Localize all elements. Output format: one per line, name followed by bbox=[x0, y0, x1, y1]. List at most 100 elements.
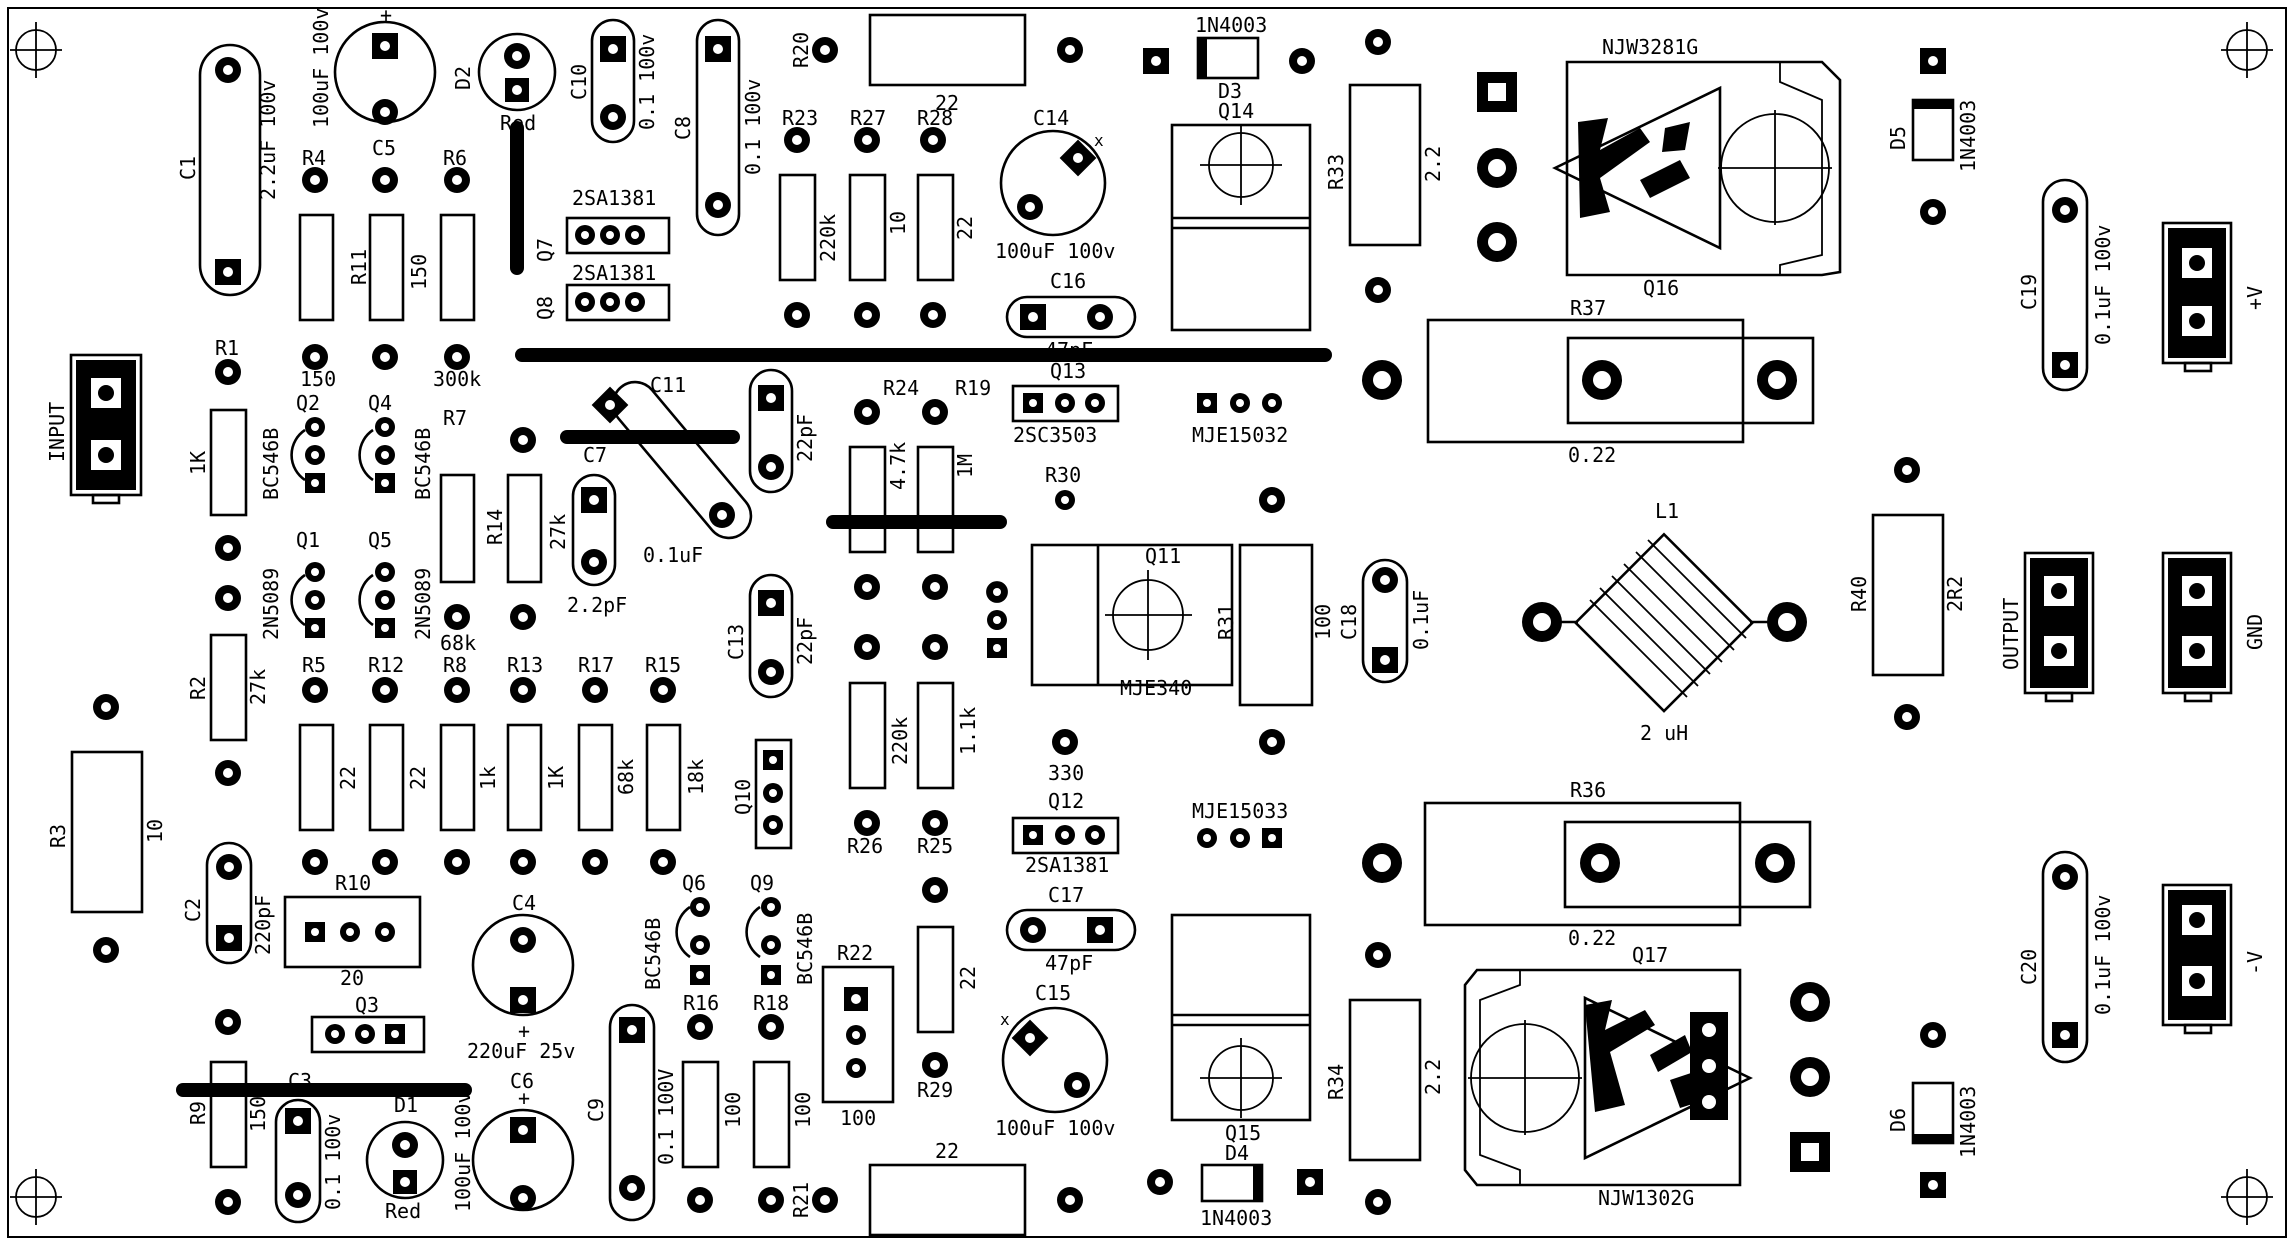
c5-value: 100uF 100v bbox=[309, 8, 333, 128]
trimmer-r10 bbox=[283, 895, 422, 969]
capacitor-c11 bbox=[591, 380, 753, 540]
q14-label: Q14 bbox=[1218, 99, 1254, 123]
q9-value: BC546B bbox=[793, 913, 817, 985]
mounting-mark-bottom-left bbox=[10, 1169, 62, 1225]
resistor-r33 bbox=[1348, 29, 1422, 303]
board-outline bbox=[7, 7, 2287, 1238]
resistor-r31 bbox=[1238, 487, 1314, 755]
q5-value: 2N5089 bbox=[411, 568, 435, 640]
r36-value: 0.22 bbox=[1568, 926, 1616, 950]
transistor-q8 bbox=[565, 283, 671, 322]
input-label: INPUT bbox=[45, 402, 69, 462]
c14-cross: x bbox=[1094, 131, 1104, 150]
r7-label: R7 bbox=[443, 406, 467, 430]
c11-value: 0.1uF bbox=[643, 543, 703, 567]
resistor-r28 bbox=[916, 127, 955, 328]
r1-value: 1K bbox=[186, 451, 210, 475]
capacitor-c14 bbox=[999, 129, 1107, 237]
transistor-q6 bbox=[675, 897, 710, 985]
mounting-mark-top-left bbox=[10, 22, 62, 78]
r12-label: R12 bbox=[368, 653, 404, 677]
transistor-q2 bbox=[290, 417, 325, 493]
q6-label: Q6 bbox=[682, 871, 706, 895]
d6-label: D6 bbox=[1886, 1108, 1910, 1132]
resistor-r23 bbox=[778, 127, 817, 328]
capacitor-c5 bbox=[333, 20, 437, 125]
q7-label: Q7 bbox=[533, 238, 557, 262]
r5-value: 22 bbox=[336, 766, 360, 790]
c7-label: C7 bbox=[583, 443, 607, 467]
capacitor-c3 bbox=[274, 1098, 322, 1224]
resistor-r5 bbox=[298, 677, 335, 875]
led-d1 bbox=[365, 1120, 445, 1200]
resistor-r40 bbox=[1871, 457, 1945, 730]
resistor-r15 bbox=[645, 677, 682, 875]
transistor-q10 bbox=[754, 738, 793, 850]
diode-d5 bbox=[1911, 48, 1955, 225]
capacitor-c19 bbox=[2041, 178, 2089, 392]
trimmer-r22 bbox=[821, 965, 895, 1104]
q12-value: 2SA1381 bbox=[1025, 853, 1109, 877]
r16-value: 100 bbox=[721, 1092, 745, 1128]
r34-label: R34 bbox=[1324, 1064, 1348, 1100]
resistor-r19 bbox=[916, 399, 955, 600]
r16-label: R16 bbox=[683, 991, 719, 1015]
c5-plus: + bbox=[380, 3, 392, 27]
resistor-r3 bbox=[70, 694, 144, 963]
c8-label: C8 bbox=[671, 116, 695, 140]
transistor-q14 bbox=[1170, 123, 1312, 332]
resistor-r30 bbox=[1052, 490, 1078, 755]
r22-value: 100 bbox=[840, 1106, 876, 1130]
resistor-r34 bbox=[1348, 942, 1422, 1215]
r26-value: 220k bbox=[888, 717, 912, 765]
resistor-r36 bbox=[1362, 801, 1812, 927]
capacitor-c15 bbox=[1001, 1006, 1109, 1114]
c10-label: C10 bbox=[567, 64, 591, 100]
mounting-mark-bottom-right bbox=[2221, 1169, 2273, 1225]
d4-value: 1N4003 bbox=[1200, 1206, 1272, 1230]
r14-label: R14 bbox=[483, 509, 507, 545]
capacitor-c4 bbox=[471, 913, 575, 1017]
q11-value: MJE340 bbox=[1120, 676, 1192, 700]
resistor-r7 bbox=[439, 427, 536, 630]
c17-value: 47pF bbox=[1045, 951, 1093, 975]
r25-label: R25 bbox=[917, 834, 953, 858]
neg-v-label: -V bbox=[2243, 951, 2267, 975]
c1-label: C1 bbox=[176, 156, 200, 180]
c2-label: C2 bbox=[181, 898, 205, 922]
output-label: OUTPUT bbox=[1999, 598, 2023, 670]
r29-value: 22 bbox=[956, 966, 980, 990]
c10-value: 0.1 100v bbox=[635, 34, 659, 130]
c13-value: 22pF bbox=[793, 617, 817, 665]
q17-value: NJW1302G bbox=[1598, 1186, 1694, 1210]
c6-label: C6 bbox=[510, 1069, 534, 1093]
q3-label: Q3 bbox=[355, 993, 379, 1017]
resistor-r18 bbox=[752, 1014, 791, 1213]
resistor-r4 bbox=[298, 167, 335, 370]
r23-value: 220k bbox=[816, 214, 840, 262]
q16-value: NJW3281G bbox=[1602, 35, 1698, 59]
capacitor-c12 bbox=[748, 368, 794, 494]
c19-value: 0.1uF 100v bbox=[2091, 225, 2115, 345]
d5-label: D5 bbox=[1886, 126, 1910, 150]
resistor-r2 bbox=[209, 585, 248, 786]
resistor-r1 bbox=[209, 359, 248, 561]
q2-value: BC546B bbox=[259, 428, 283, 500]
resistor-r11 bbox=[368, 167, 405, 370]
resistor-r13 bbox=[506, 677, 543, 875]
r36-label: R36 bbox=[1570, 778, 1606, 802]
resistor-r16 bbox=[681, 1014, 720, 1213]
resistor-r24 bbox=[848, 399, 887, 600]
c17-label: C17 bbox=[1048, 883, 1084, 907]
r31-label: R31 bbox=[1214, 604, 1238, 640]
r24-value: 4.7k bbox=[886, 442, 910, 490]
q2-label: Q2 bbox=[296, 391, 320, 415]
diode-d6 bbox=[1911, 1022, 1955, 1198]
r26-label: R26 bbox=[847, 834, 883, 858]
r17-label: R17 bbox=[578, 653, 614, 677]
capacitor-c7 bbox=[571, 473, 617, 587]
transistor-q12 bbox=[1011, 816, 1120, 855]
capacitor-c20 bbox=[2041, 850, 2089, 1064]
q8-value: 2SA1381 bbox=[572, 261, 656, 285]
